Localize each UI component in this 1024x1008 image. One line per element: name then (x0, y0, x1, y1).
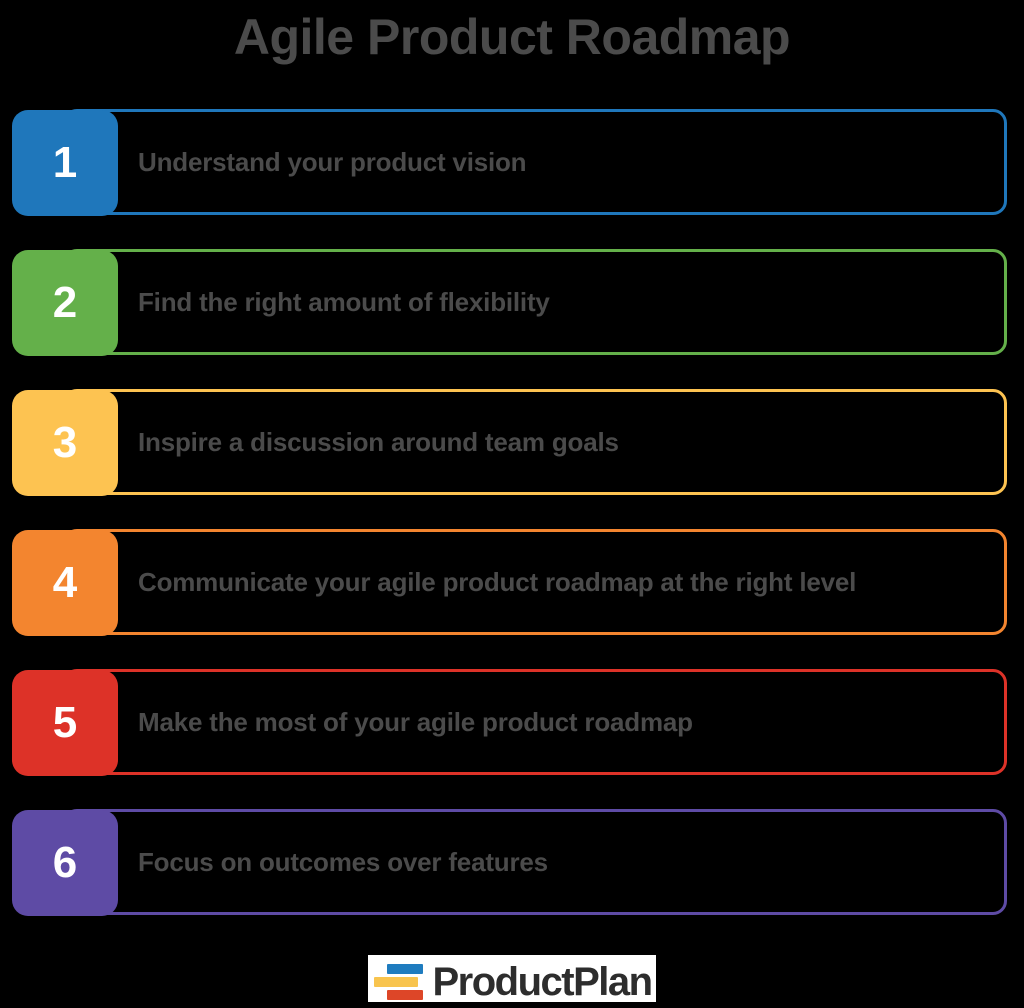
roadmap-step-number-badge: 2 (12, 250, 118, 356)
roadmap-step-label: Focus on outcomes over features (138, 846, 548, 877)
logo-bar-yellow-icon (374, 976, 419, 987)
roadmap-step-row: Understand your product vision 1 (0, 109, 1024, 216)
roadmap-step-label: Understand your product vision (138, 146, 527, 177)
roadmap-step-label: Inspire a discussion around team goals (138, 426, 619, 457)
roadmap-step-number-badge: 4 (12, 530, 118, 636)
page-title: Agile Product Roadmap (233, 9, 791, 65)
productplan-bars-icon (374, 962, 428, 1002)
productplan-logo: ProductPlan (368, 955, 656, 1003)
logo-bar-blue-icon (387, 963, 424, 974)
logo-wordmark: ProductPlan (432, 959, 653, 1003)
roadmap-step-number-badge: 5 (12, 670, 118, 776)
roadmap-step-number-badge: 1 (12, 110, 118, 216)
roadmap-step-label: Make the most of your agile product road… (138, 706, 693, 737)
roadmap-step-label: Communicate your agile product roadmap a… (138, 566, 857, 597)
roadmap-step-label: Find the right amount of flexibility (138, 286, 550, 317)
roadmap-step-number-badge: 6 (12, 810, 118, 916)
roadmap-step-row: Inspire a discussion around team goals 3 (0, 389, 1024, 496)
roadmap-step-row: Communicate your agile product roadmap a… (0, 529, 1024, 636)
logo-bar-red-icon (387, 989, 424, 1000)
roadmap-step-row: Focus on outcomes over features 6 (0, 809, 1024, 916)
roadmap-step-row: Make the most of your agile product road… (0, 669, 1024, 776)
roadmap-step-row: Find the right amount of flexibility 2 (0, 249, 1024, 356)
roadmap-step-number-badge: 3 (12, 390, 118, 496)
footer: ProductPlan (0, 955, 1024, 1002)
